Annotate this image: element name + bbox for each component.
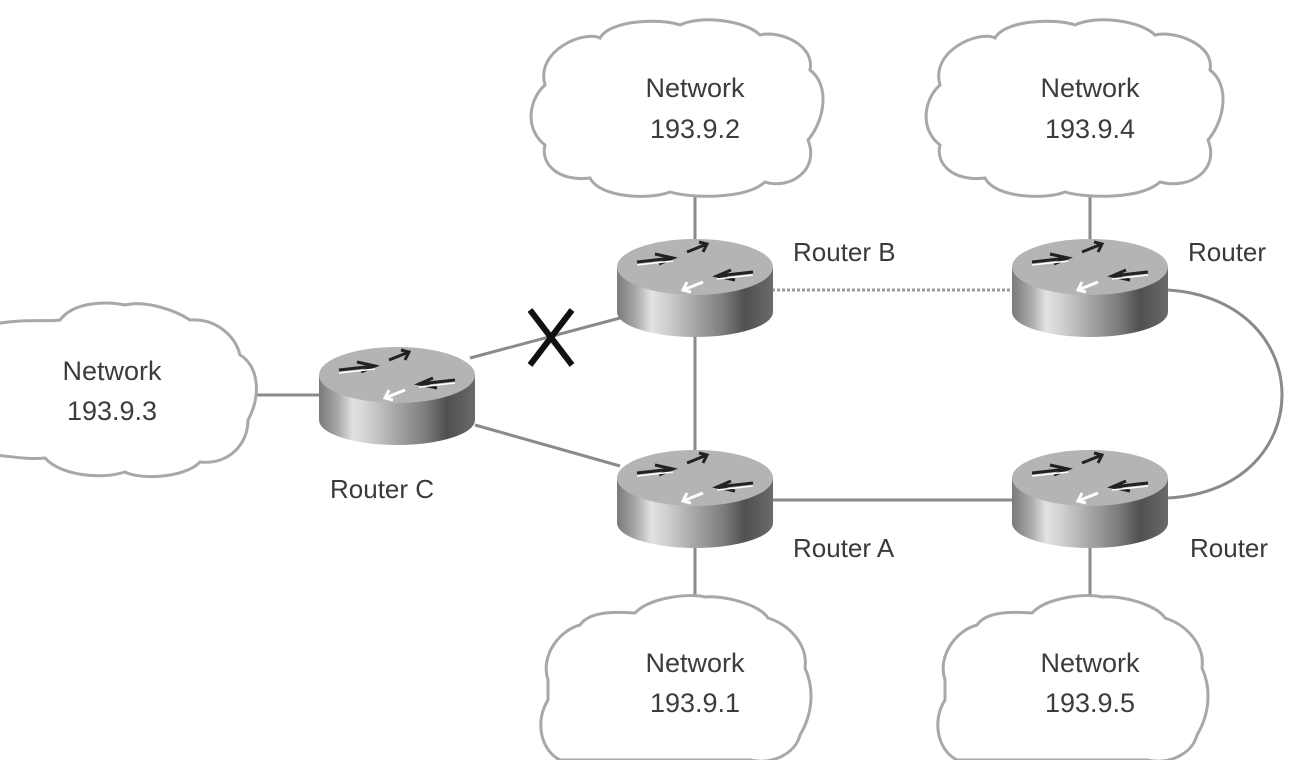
router-top-right[interactable] — [1010, 237, 1170, 339]
link-router-c-router-a — [474, 423, 621, 468]
link-router-c-router-b-failed — [469, 316, 621, 360]
network-cloud-193-9-3: Network 193.9.3 — [0, 301, 258, 479]
router-icon — [615, 237, 775, 339]
network-cloud-193-9-1: Network 193.9.1 — [539, 594, 813, 760]
network-label: Network — [645, 73, 745, 103]
network-address: 193.9.4 — [1045, 114, 1135, 144]
network-address: 193.9.1 — [650, 688, 740, 718]
router-icon — [1010, 237, 1170, 339]
link-router-top-right-router-bottom-right — [1167, 288, 1284, 500]
router-bottom-right[interactable] — [1010, 448, 1170, 550]
link-failure-x-icon — [527, 308, 575, 367]
router-c-label: Router C — [330, 474, 434, 504]
network-cloud-193-9-5: Network 193.9.5 — [936, 594, 1210, 760]
router-b[interactable] — [615, 237, 775, 339]
router-bottom-right-label: Router — [1190, 533, 1268, 563]
network-address: 193.9.5 — [1045, 688, 1135, 718]
links — [255, 195, 1284, 600]
network-label: Network — [645, 648, 745, 678]
router-b-label: Router B — [793, 237, 896, 267]
network-address: 193.9.2 — [650, 114, 740, 144]
router-a[interactable] — [615, 448, 775, 550]
network-label: Network — [62, 356, 162, 386]
router-top-right-label: Router — [1188, 237, 1266, 267]
network-cloud-193-9-4: Network 193.9.4 — [924, 18, 1225, 198]
network-label: Network — [1040, 648, 1140, 678]
router-icon — [1010, 448, 1170, 550]
network-cloud-193-9-2: Network 193.9.2 — [529, 18, 825, 198]
network-address: 193.9.3 — [67, 396, 157, 426]
router-a-label: Router A — [793, 533, 895, 563]
router-icon — [317, 345, 477, 447]
router-c[interactable] — [317, 345, 477, 447]
router-icon — [615, 448, 775, 550]
network-label: Network — [1040, 73, 1140, 103]
